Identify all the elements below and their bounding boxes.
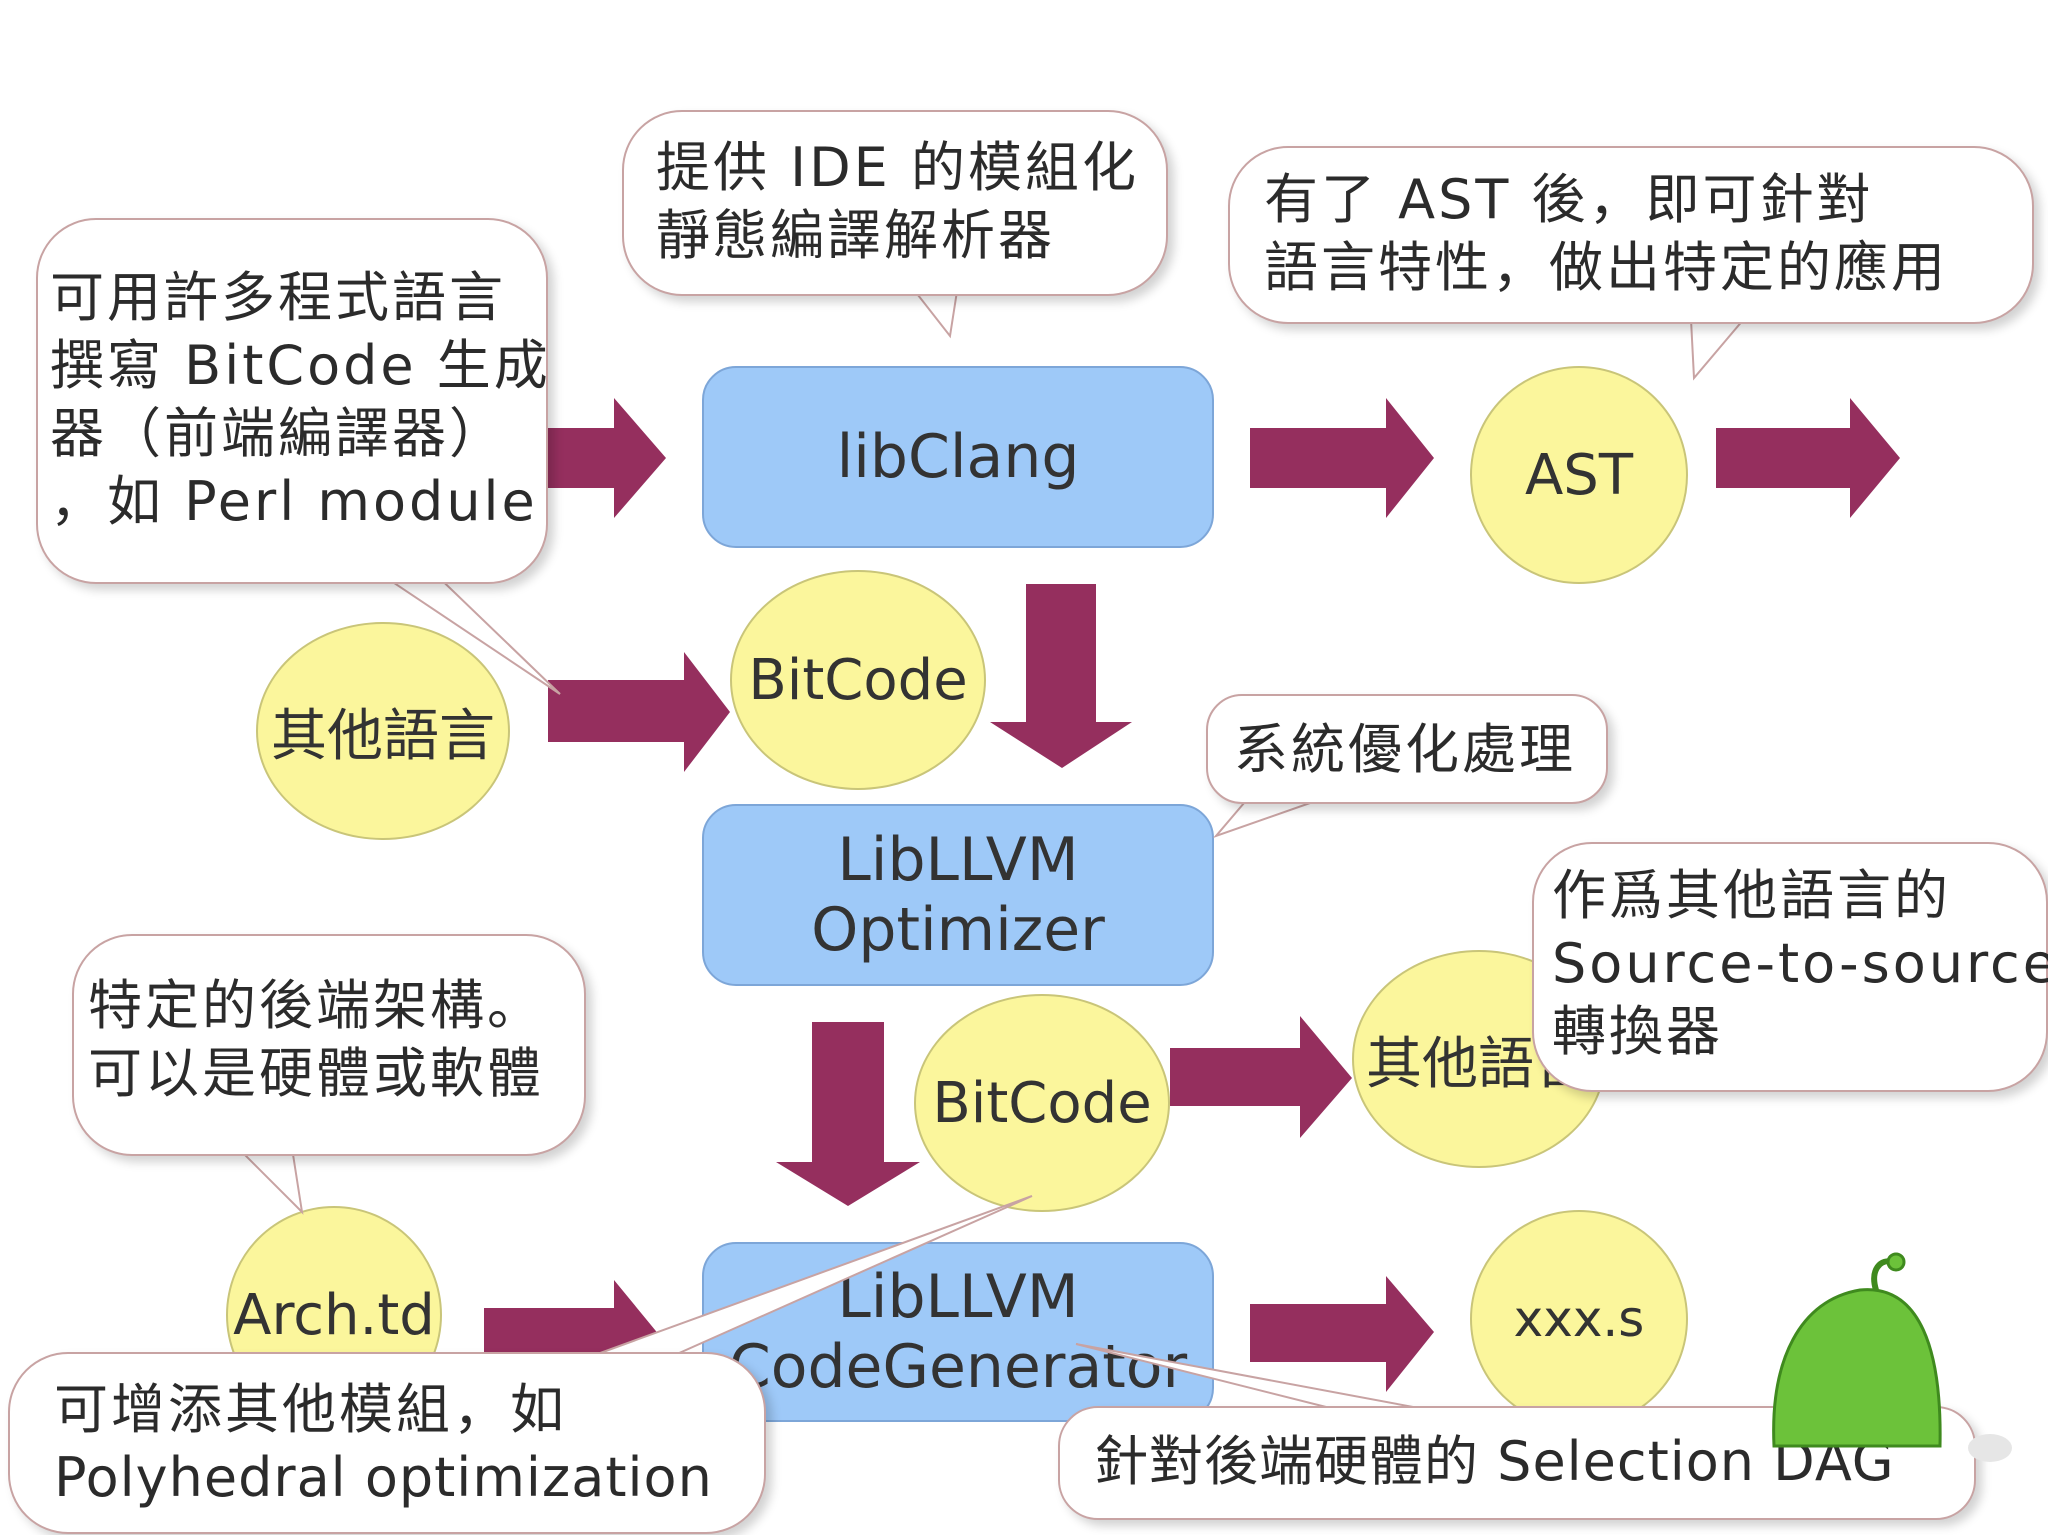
callout-ide-line2: 靜態編譯解析器	[656, 204, 1055, 267]
callout-ast-app-line2: 語言特性，做出特定的應用	[1264, 236, 1948, 299]
libclang-label: libClang	[836, 422, 1080, 492]
callout-selection-line1: 針對後端硬體的 Selection DAG	[1094, 1430, 1895, 1493]
optimizer-label-line1: LibLLVM	[837, 825, 1079, 895]
optimizer-box: LibLLVM Optimizer	[702, 804, 1214, 986]
arrow-codegen-to-output	[1250, 1276, 1434, 1392]
callout-source-line1: 作爲其他語言的	[1552, 864, 1951, 927]
arrow-optimizer-down	[776, 1022, 920, 1206]
codegen-label-line2: CodeGenerator	[728, 1332, 1188, 1402]
callout-frontend-line1: 可用許多程式語言	[50, 266, 506, 329]
callout-frontend: 可用許多程式語言 撰寫 BitCode 生成 器（前端編譯器） ，如 Perl …	[36, 218, 548, 584]
callout-backend-line2: 可以是硬體或軟體	[88, 1042, 544, 1105]
libclang-box: libClang	[702, 366, 1214, 548]
ast-circle: AST	[1470, 366, 1688, 584]
callout-source-to-source: 作爲其他語言的 Source-to-source 轉換器	[1532, 842, 2048, 1092]
output-s-circle: xxx.s	[1470, 1210, 1688, 1428]
callout-source-line3: 轉換器	[1552, 1000, 1723, 1063]
callout-modules-line2: Polyhedral optimization	[54, 1446, 713, 1509]
other-lang-left-label: 其他語言	[271, 703, 495, 769]
callout-optimize: 系統優化處理	[1206, 694, 1608, 804]
callout-ast-app: 有了 AST 後，即可針對 語言特性，做出特定的應用	[1228, 146, 2034, 324]
codegen-label-line1: LibLLVM	[837, 1262, 1079, 1332]
ast-label: AST	[1524, 442, 1634, 508]
tail-backend	[235, 1147, 304, 1215]
callout-backend-arch: 特定的後端架構。 可以是硬體或軟體	[72, 934, 586, 1156]
callout-source-line2: Source-to-source	[1552, 932, 2048, 995]
bitcode-mid-label: BitCode	[932, 1070, 1152, 1136]
callout-backend-line1: 特定的後端架構。	[88, 974, 544, 1037]
arrow-ast-to-apps	[1716, 398, 1900, 518]
tail-modules	[547, 1195, 1033, 1373]
callout-frontend-line4: ，如 Perl module	[50, 470, 538, 533]
codegen-box: LibLLVM CodeGenerator	[702, 1242, 1214, 1422]
callout-modules: 可增添其他模組，如 Polyhedral optimization	[8, 1352, 766, 1534]
callout-modules-line1: 可增添其他模組，如	[54, 1378, 567, 1441]
arrow-bitcode-to-otherlang	[1170, 1016, 1352, 1138]
callout-frontend-line3: 器（前端編譯器）	[50, 402, 506, 465]
callout-frontend-line2: 撰寫 BitCode 生成	[50, 334, 551, 397]
optimizer-label-line2: Optimizer	[811, 895, 1105, 965]
other-lang-left-circle: 其他語言	[256, 622, 510, 840]
callout-ide-line1: 提供 IDE 的模組化	[656, 136, 1139, 199]
arrow-otherlang-to-bitcode	[548, 652, 730, 772]
arrow-libclang-to-ast	[1250, 398, 1434, 518]
bitcode-top-circle: BitCode	[730, 570, 986, 790]
callout-ide: 提供 IDE 的模組化 靜態編譯解析器	[622, 110, 1168, 296]
output-s-label: xxx.s	[1513, 1290, 1645, 1348]
callout-optimize-line1: 系統優化處理	[1234, 718, 1576, 781]
bitcode-top-label: BitCode	[748, 647, 968, 713]
callout-ast-app-line1: 有了 AST 後，即可針對	[1264, 168, 1874, 231]
arrow-frontend-to-libclang	[548, 398, 666, 518]
arrow-libclang-down	[990, 584, 1132, 768]
bitcode-mid-circle: BitCode	[914, 994, 1170, 1212]
callout-selection-dag: 針對後端硬體的 Selection DAG	[1058, 1406, 1976, 1520]
arch-td-label: Arch.td	[233, 1282, 435, 1348]
